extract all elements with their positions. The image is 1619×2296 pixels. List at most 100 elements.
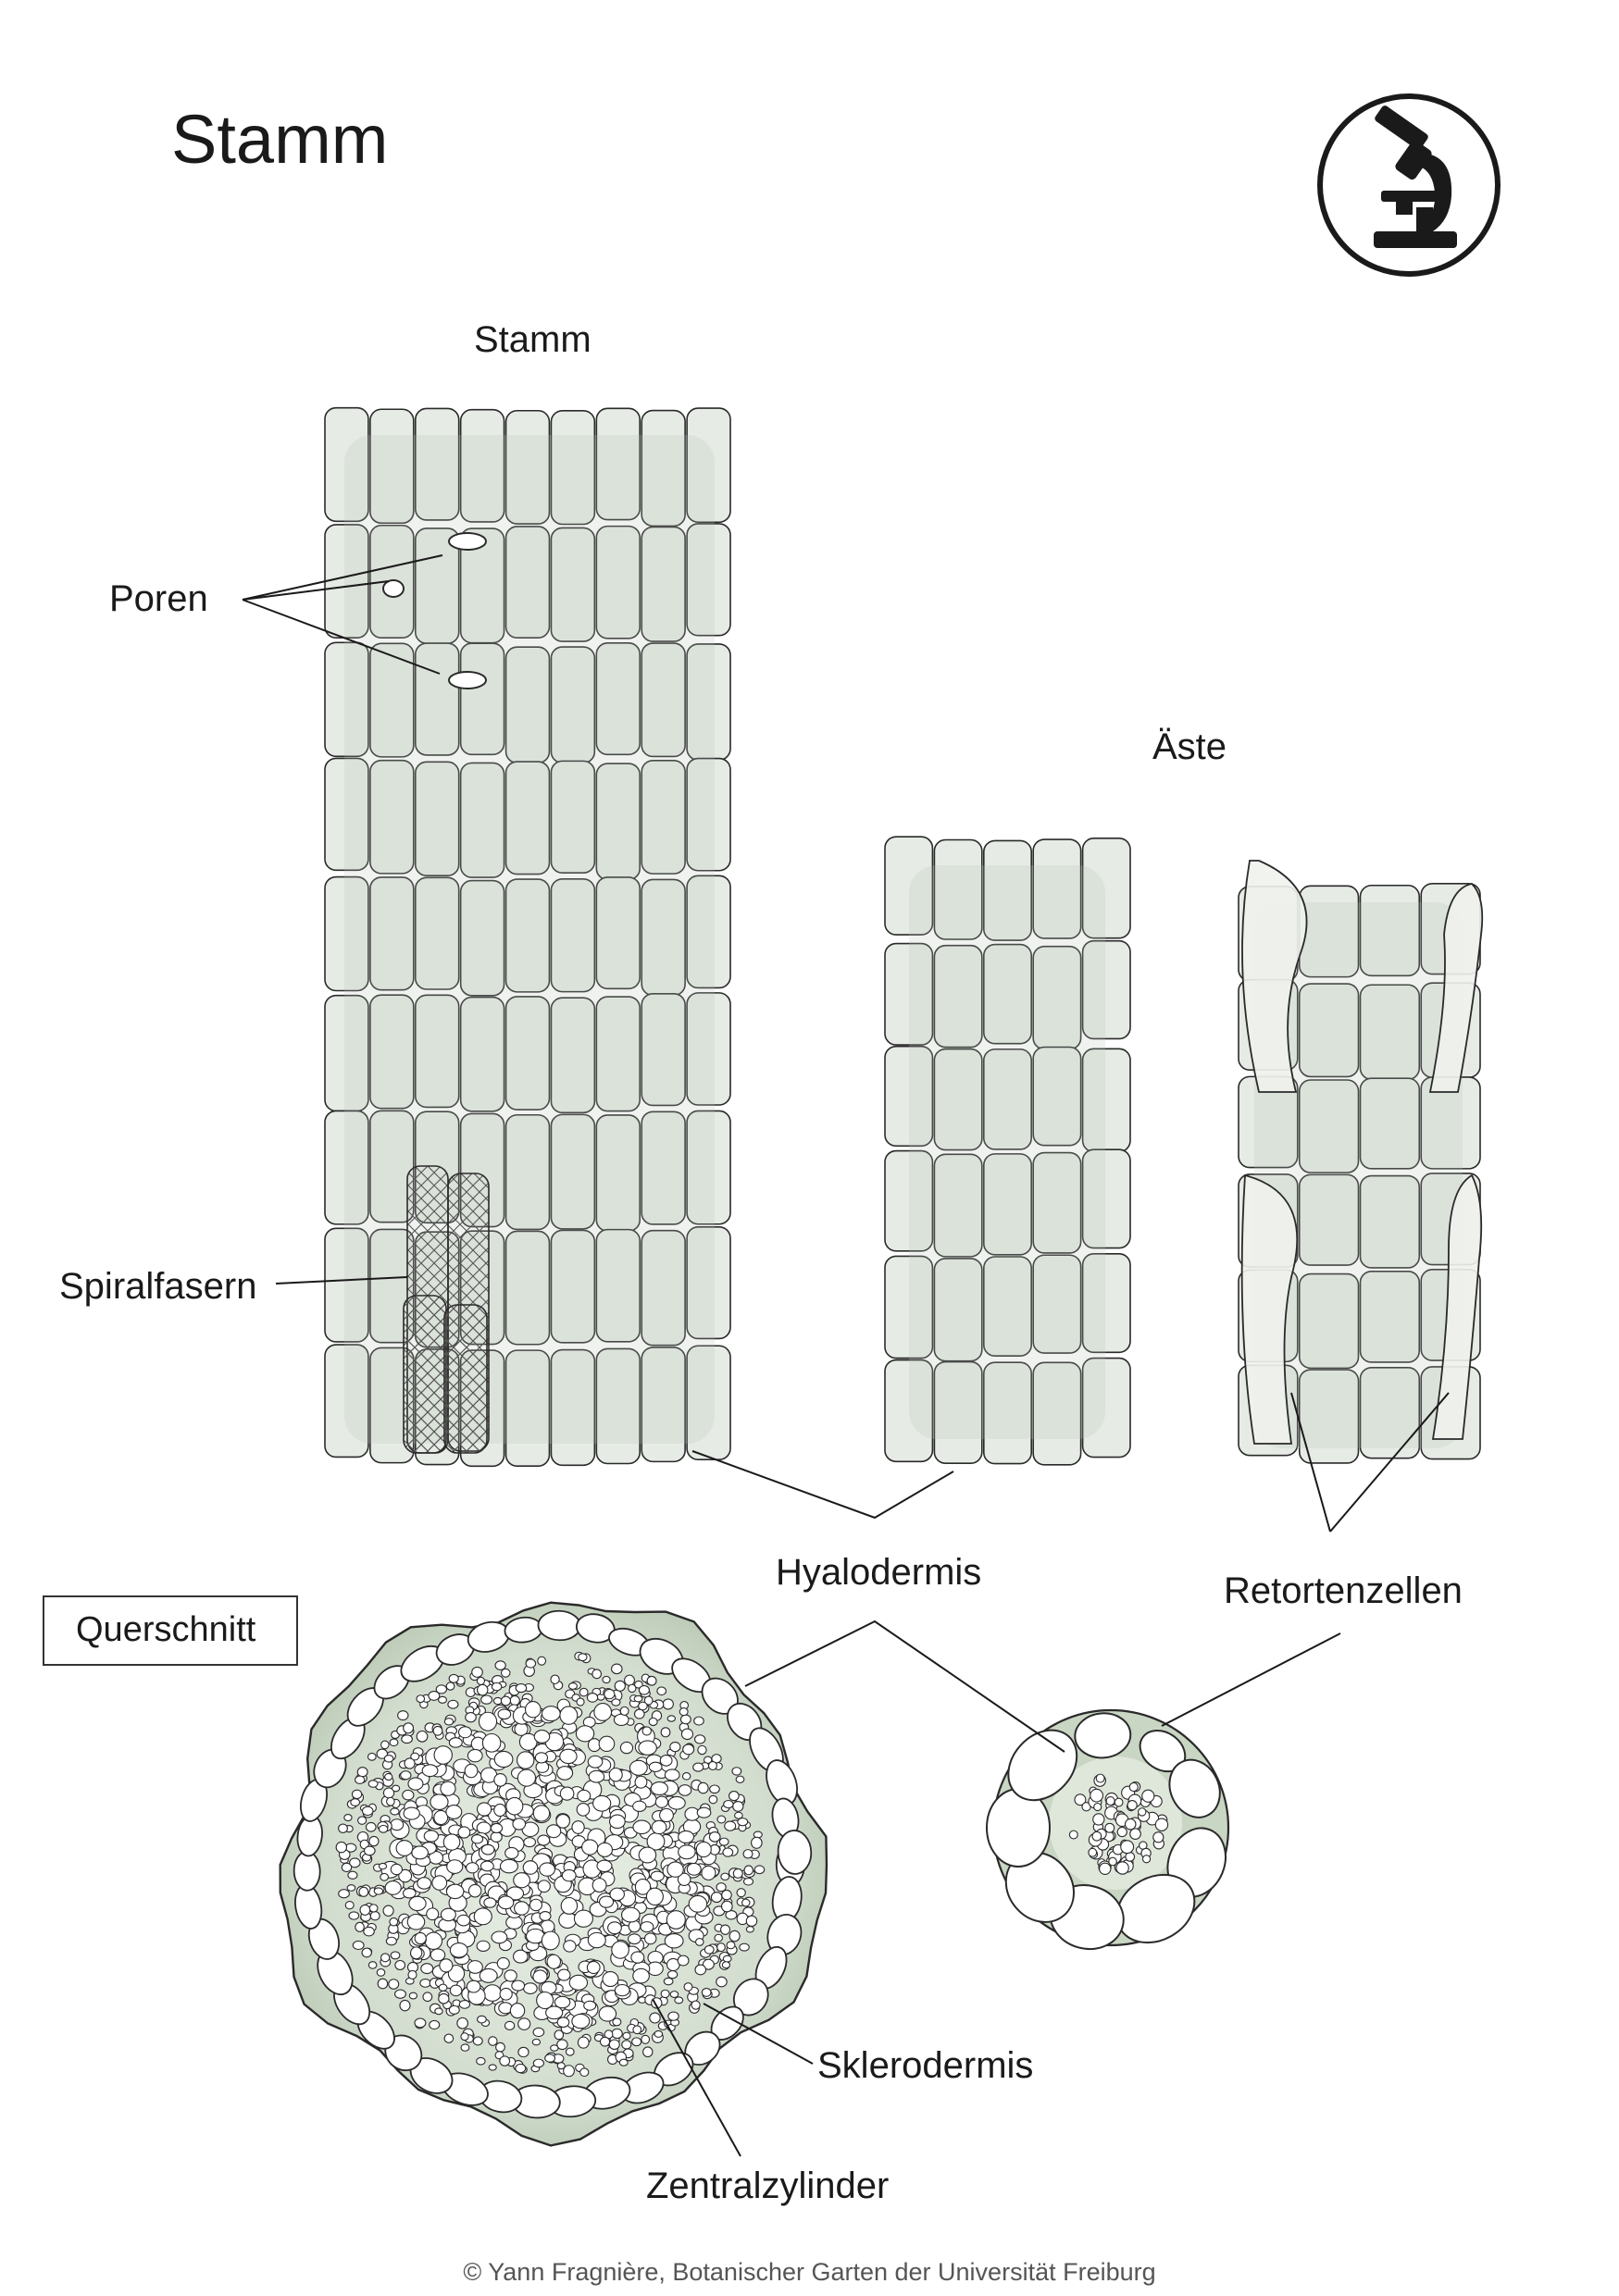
cortex-cell [639,1741,656,1755]
cortex-cell [458,1727,471,1738]
cortex-cell [698,1745,706,1754]
cortex-cell [389,1980,399,1989]
cortex-cell [518,2018,530,2030]
cortex-cell [560,1787,574,1800]
cortex-cell [649,1718,657,1725]
cortex-cell [491,1832,502,1843]
cortex-cell [407,1914,424,1930]
cortex-cell [381,1954,390,1962]
hyalodermis-cell [538,1610,581,1641]
core-cell [1093,1814,1104,1825]
cortex-cell [694,1717,704,1725]
cortex-cell [360,1905,370,1915]
cortex-cell [678,1955,689,1966]
cortex-cell [744,1866,753,1875]
cortex-cell [364,1846,375,1855]
cortex-cell [704,1945,714,1954]
cortex-cell [517,1752,534,1769]
leader-line [1162,1633,1340,1726]
cortex-cell [724,1801,733,1808]
cortex-cell [629,1684,636,1692]
core-cell [1125,1818,1135,1829]
cortex-cell [381,1741,389,1749]
hyalodermis-cell [293,1851,320,1891]
cortex-cell [719,1838,729,1845]
cortex-cell [344,1815,352,1821]
core-cell [1089,1848,1097,1856]
cortex-cell [495,1661,505,1670]
cortex-cell [395,1961,405,1970]
cortex-cell [449,1738,462,1747]
cortex-cell [608,1922,622,1934]
cortex-cell [542,1706,560,1721]
cortex-cell [587,1694,597,1703]
cortex-cell [409,1992,417,1999]
cortex-cell [457,2017,468,2029]
cortex-cell [524,1983,538,1994]
cortex-cell [429,1692,440,1701]
cortex-cell [478,1684,488,1695]
cortex-cell [641,1922,654,1932]
cortex-cell [588,1756,603,1768]
cortex-cell [660,1808,674,1821]
cortex-cell [664,1978,673,1984]
cortex-cell [716,1883,726,1892]
cortex-cell [402,1735,413,1744]
cortex-cell [411,1753,419,1760]
cortex-cell [387,1797,395,1806]
cortex-cell [744,1878,753,1885]
cortex-cell [579,1688,588,1696]
cortex-cell [670,1992,679,1998]
cortex-cell [572,2014,590,2028]
cortex-cell [639,1686,649,1695]
cortex-cell [702,1866,716,1880]
cortex-cell [534,1731,549,1744]
core-cell [1094,1803,1102,1810]
cortex-cell [368,1781,378,1788]
cortex-cell [404,1723,414,1733]
cortex-cell [681,1729,692,1740]
cortex-cell [390,1739,398,1746]
cortex-cell [510,1695,519,1705]
core-cell [1105,1823,1115,1832]
cortex-cell [663,1699,673,1709]
cortex-cell [743,1850,753,1858]
cortex-cell [502,1669,510,1677]
label-retortenzellen: Retortenzellen [1224,1570,1463,1612]
cortex-cell [614,1714,629,1725]
cortex-cell [345,1902,354,1909]
cortex-cell [391,1864,402,1874]
cortex-cell [432,1876,447,1891]
cylinder-shadow [909,865,1105,1439]
cortex-cell [645,1933,656,1944]
cortex-cell [557,1767,573,1780]
cortex-cell [477,1941,490,1951]
cortex-cell [538,1657,546,1665]
cortex-cell [494,1774,506,1787]
cortex-cell [604,1690,615,1699]
cortex-cell [538,1835,550,1845]
cortex-cell [612,2029,622,2038]
label-spiralfasern: Spiralfasern [59,1266,256,1308]
cortex-cell [489,2065,496,2070]
cortex-cell [599,2006,616,2021]
cortex-cell [404,1889,417,1898]
cortex-cell [615,1985,629,1996]
branch-retort-illustration [1239,861,1482,1463]
cortex-cell [738,1818,748,1826]
cortex-cell [491,1823,502,1832]
cortex-cell [561,1898,577,1915]
cortex-cell [450,1985,462,1996]
cortex-cell [339,1890,350,1898]
cortex-cell [422,1765,438,1777]
core-cell [1109,1857,1117,1866]
cortex-cell [468,1884,480,1897]
cortex-cell [439,1984,447,1991]
cortex-cell [379,1825,387,1832]
cortex-cell [612,1699,620,1706]
core-cell [1092,1831,1102,1841]
cortex-cell [403,1790,414,1800]
cortex-cell [483,1985,501,2002]
cortex-cell [477,1822,491,1833]
